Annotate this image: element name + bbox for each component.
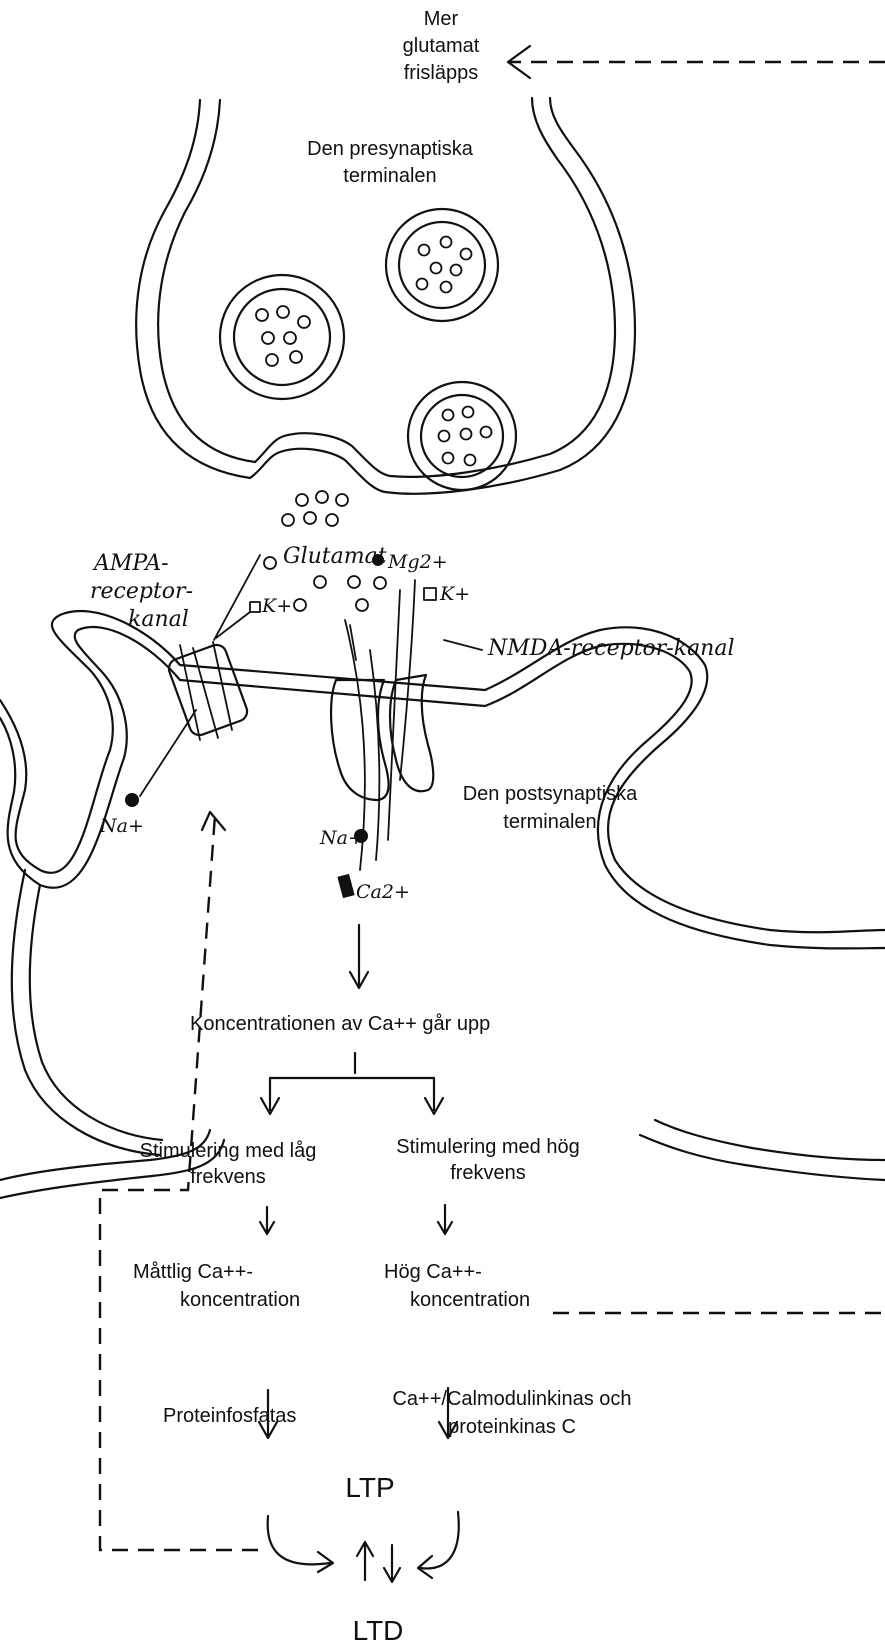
k-ion-nmda: [424, 588, 436, 600]
ca-ion: [337, 874, 354, 898]
ampa-line1: AMPA-: [92, 551, 169, 576]
ampa-label: AMPA- receptor- kanal: [90, 551, 193, 632]
ca-rises-label: Koncentrationen av Ca++ går upp: [190, 1013, 490, 1035]
more-glutamate-line3: frisläpps: [404, 62, 478, 84]
phosphatase-label: Proteinfosfatas: [163, 1405, 296, 1427]
high-frequency-line2: frekvens: [450, 1162, 526, 1184]
kinases-line2: proteinkinas C: [448, 1416, 576, 1438]
high-ca-line2: koncentration: [410, 1289, 530, 1311]
glutamate-label: Glutamat: [283, 544, 387, 569]
postsynaptic-line2: terminalen: [503, 811, 596, 833]
ltd-label: LTD: [353, 1615, 404, 1646]
ltp-label: LTP: [345, 1472, 394, 1503]
presynaptic-line2: terminalen: [343, 165, 436, 187]
kinases-line1: Ca++/Calmodulinkinas och: [392, 1388, 631, 1410]
postsynaptic-line1: Den postsynaptiska: [463, 783, 638, 805]
na-ion-ampa: [125, 793, 139, 807]
k-label-ampa: K+: [261, 595, 292, 617]
kinases-label: Ca++/Calmodulinkinas och proteinkinas C: [392, 1388, 631, 1438]
postsynaptic-membrane: [0, 611, 885, 1198]
vesicle: [220, 275, 344, 399]
high-ca-label: Hög Ca++- koncentration: [384, 1261, 530, 1311]
low-frequency-label: Stimulering med låg frekvens: [140, 1140, 317, 1188]
more-glutamate-line2: glutamat: [403, 35, 480, 57]
presynaptic-label: Den presynaptiska terminalen: [307, 138, 474, 187]
ampa-line3: kanal: [128, 607, 189, 632]
more-glutamate-line1: Mer: [424, 8, 459, 30]
ampa-line2: receptor-: [90, 579, 193, 604]
high-frequency-label: Stimulering med hög frekvens: [396, 1136, 579, 1184]
ca-label: Ca2+: [356, 881, 410, 903]
nmda-label: NMDA-receptor-kanal: [487, 636, 735, 661]
mg-label: Mg2+: [387, 551, 448, 573]
high-ca-line1: Hög Ca++-: [384, 1261, 482, 1283]
low-frequency-line2: frekvens: [190, 1166, 266, 1188]
k-label-nmda: K+: [439, 583, 470, 605]
low-frequency-line1: Stimulering med låg: [140, 1140, 317, 1162]
presynaptic-line1: Den presynaptiska: [307, 138, 474, 160]
na-label-ampa: Na+: [99, 815, 144, 837]
vesicle: [386, 209, 498, 321]
moderate-ca-line1: Måttlig Ca++-: [133, 1261, 253, 1283]
more-glutamate-label: Mer glutamat frisläpps: [403, 8, 480, 84]
k-ion-ampa: [250, 602, 260, 612]
moderate-ca-line2: koncentration: [180, 1289, 300, 1311]
na-label-nmda: Na+: [319, 827, 364, 849]
high-frequency-line1: Stimulering med hög: [396, 1136, 579, 1158]
moderate-ca-label: Måttlig Ca++- koncentration: [133, 1261, 300, 1311]
